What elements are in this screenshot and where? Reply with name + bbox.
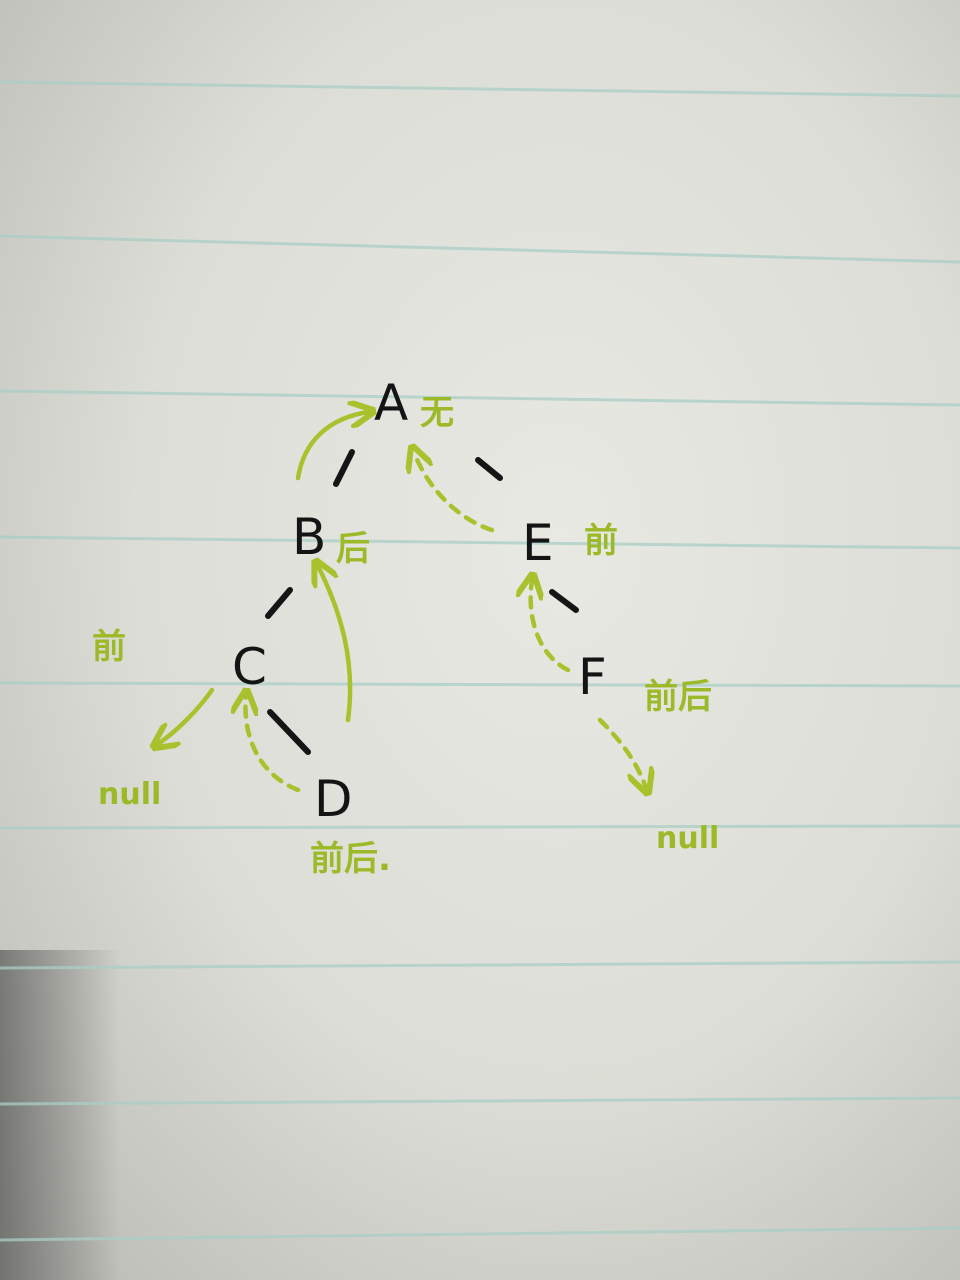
annotations: 无 后 前 null 前后. 前 前后 null	[92, 393, 719, 879]
note-d: 前后.	[310, 839, 391, 879]
edge-e-f	[549, 589, 579, 613]
node-b: B	[292, 508, 326, 566]
note-f-null: null	[656, 821, 719, 856]
thread-d-to-c	[245, 696, 301, 793]
edge-b-c	[265, 587, 293, 619]
thread-b-to-a	[295, 412, 368, 481]
edge-c-d	[267, 709, 311, 755]
node-d: D	[314, 770, 353, 828]
edge-a-b	[333, 449, 355, 487]
thread-e-to-a	[414, 452, 495, 533]
note-e: 前	[584, 521, 618, 561]
node-e: E	[522, 514, 554, 572]
thread-d-to-b	[318, 566, 353, 723]
ruled-lines	[0, 80, 960, 1242]
node-a: A	[374, 374, 408, 432]
node-c: C	[232, 638, 267, 696]
thread-arrows	[158, 412, 646, 790]
paper-shadow	[0, 950, 120, 1280]
edge-a-e	[475, 457, 503, 481]
note-c-null: null	[98, 777, 161, 812]
node-f: F	[578, 648, 607, 706]
thread-f-to-e	[531, 580, 571, 673]
note-b: 后	[336, 529, 370, 569]
thread-f-to-null	[597, 717, 646, 788]
tree-edges	[265, 449, 579, 755]
thread-c-to-null	[158, 687, 215, 744]
note-f: 前后	[644, 677, 712, 717]
note-a: 无	[420, 393, 454, 433]
note-c: 前	[92, 627, 126, 667]
tree-nodes: A B C D E F	[232, 374, 607, 828]
